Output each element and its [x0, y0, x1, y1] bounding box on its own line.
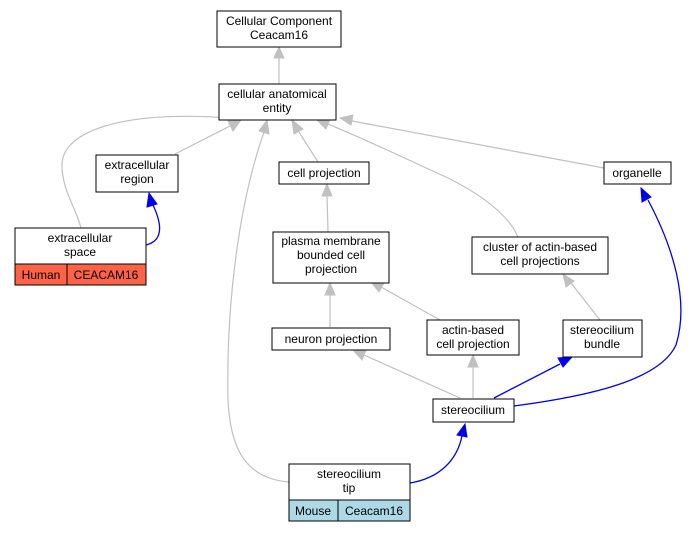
- node-label-line: cluster of actin-based: [483, 240, 597, 254]
- node-label-line: stereocilium: [570, 323, 634, 337]
- node-label-line: Cellular Component: [226, 14, 333, 28]
- node-label-line: projection: [305, 262, 357, 276]
- annotation-species-label: Mouse: [295, 504, 331, 518]
- node-stereocilium-tip[interactable]: stereocilium tip Mouse Ceacam16: [288, 463, 411, 522]
- edge-pmbounded-to-cellproj-arrowhead: [321, 182, 333, 197]
- edge-stereociliumtip-to-cae: [227, 131, 290, 483]
- node-cluster-of-actin-based-cell-projections[interactable]: cluster of actin-based cell projections: [471, 236, 609, 275]
- node-label-line: stereocilium: [317, 467, 381, 481]
- edge-stereocilium-partof-sterbundle: [493, 363, 561, 399]
- node-label-line: cellular anatomical: [227, 87, 326, 101]
- node-extracellular-region[interactable]: extracellular region: [95, 154, 179, 193]
- node-cell-projection[interactable]: cell projection: [278, 161, 370, 185]
- edge-actinproj-to-pmbounded: [380, 286, 441, 321]
- node-extracellular-space[interactable]: extracellular space Human CEACAM16: [14, 227, 147, 286]
- edge-organelle-to-cae: [351, 120, 605, 169]
- edge-stereocilium-to-neuronproj: [363, 354, 461, 399]
- node-actin-based-cell-projection[interactable]: actin-based cell projection: [426, 319, 520, 356]
- node-label-line: tip: [343, 481, 356, 495]
- annotation-gene-cell: [66, 263, 147, 286]
- annotation-species-label: Human: [22, 268, 61, 282]
- node-label-line: extracellular: [48, 231, 113, 245]
- node-label-line: plasma membrane: [281, 234, 381, 248]
- annotation-gene-cell: [337, 499, 411, 522]
- node-label-line: region: [120, 172, 153, 186]
- edge-sterbundle-to-cluster-arrowhead: [562, 272, 575, 288]
- node-stereocilium[interactable]: stereocilium: [432, 398, 515, 423]
- edge-pmbounded-to-cellproj: [326, 194, 329, 233]
- node-label-line: space: [64, 245, 96, 259]
- edge-extspace-partof-extregion-arrowhead: [146, 191, 158, 208]
- edge-stereocilium-partof-sterbundle-arrowhead: [557, 356, 574, 368]
- node-label-line: bundle: [584, 337, 620, 351]
- node-label-line: actin-based: [442, 323, 504, 337]
- edge-neuronproj-to-pmbounded-arrowhead: [324, 281, 336, 296]
- edge-stereociliumtip-partof-stereocilium-arrowhead: [456, 422, 468, 438]
- edge-extspace-to-cae: [61, 115, 231, 229]
- node-cellular-component-root[interactable]: Cellular Component Ceacam16: [216, 10, 342, 48]
- edge-cluster-to-cae: [327, 123, 519, 238]
- node-label-line: entity: [263, 101, 292, 115]
- edge-stereocilium-to-neuronproj-arrowhead: [351, 349, 367, 361]
- node-label-line: stereocilium: [441, 403, 505, 417]
- node-label-line: bounded cell: [297, 248, 365, 262]
- edge-cellproj-to-cae: [298, 131, 319, 163]
- annotation-gene-label: Ceacam16: [345, 504, 403, 518]
- edge-stereociliumtip-partof-stereocilium: [409, 435, 463, 484]
- edge-stereocilium-partof-organelle: [513, 199, 682, 407]
- node-label-line: organelle: [612, 166, 662, 180]
- node-stereocilium-bundle[interactable]: stereocilium bundle: [562, 319, 643, 358]
- edge-stereocilium-partof-organelle-arrowhead: [640, 186, 652, 203]
- node-neuron-projection[interactable]: neuron projection: [271, 327, 391, 351]
- edge-stereociliumtip-to-cae-arrowhead: [258, 118, 270, 135]
- annotation-gene-label: CEACAM16: [74, 268, 139, 282]
- node-label-line: cell projections: [500, 254, 579, 268]
- node-label-line: neuron projection: [285, 332, 378, 346]
- node-label-line: cell projection: [287, 166, 360, 180]
- node-plasma-membrane-bounded-cell-projection[interactable]: plasma membrane bounded cell projection: [272, 231, 390, 284]
- edge-cellproj-to-cae-arrowhead: [291, 118, 304, 135]
- edge-cae-to-root-arrowhead: [273, 45, 285, 59]
- node-label-line: extracellular: [105, 158, 170, 172]
- node-label-line: cell projection: [436, 337, 509, 351]
- node-label-line: Ceacam16: [250, 28, 308, 42]
- edge-sterbundle-to-cluster: [570, 282, 601, 321]
- node-organelle[interactable]: organelle: [603, 161, 672, 185]
- edge-organelle-to-cae-arrowhead: [338, 114, 354, 126]
- edge-extregion-to-cae: [174, 125, 231, 155]
- edge-stereocilium-to-actinproj-arrowhead: [467, 353, 479, 368]
- edge-extspace-partof-extregion: [145, 204, 161, 246]
- node-cellular-anatomical-entity[interactable]: cellular anatomical entity: [218, 83, 337, 121]
